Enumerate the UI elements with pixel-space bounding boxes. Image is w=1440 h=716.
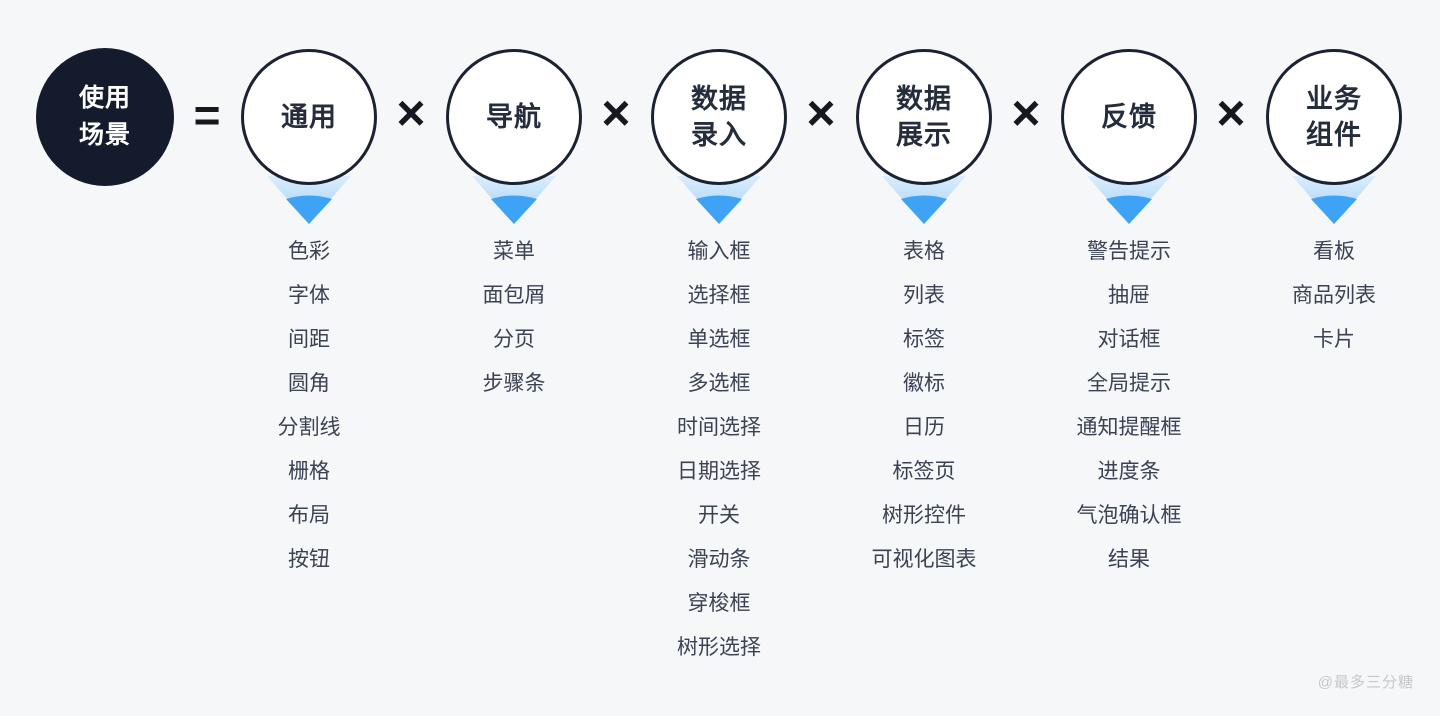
component-item: 选择框 [687,284,751,307]
watermark: @最多三分糖 [1317,674,1414,691]
equals-operator: = [193,89,221,141]
component-item: 树形选择 [677,636,761,659]
times-operator: × [1216,85,1246,141]
component-item: 徽标 [903,372,945,395]
category-label-line1: 反馈 [1101,102,1157,132]
component-item: 气泡确认框 [1076,504,1182,527]
category-label-line1: 业务 [1306,84,1362,114]
component-item: 日期选择 [677,460,761,483]
component-list-data-display: 表格 列表 标签 徽标 日历 标签页 树形控件 可视化图表 [824,230,1024,582]
times-operator: × [1011,85,1041,141]
component-item: 看板 [1313,240,1355,263]
category-label-line2: 展示 [896,120,952,150]
usage-scenario-line2: 场景 [78,121,131,149]
component-item: 滑动条 [687,548,751,571]
component-item: 树形控件 [882,504,966,527]
component-item: 全局提示 [1087,372,1171,395]
category-label: 数据 录入 [691,81,747,153]
times-operator: × [806,85,836,141]
component-item: 标签 [903,328,945,351]
component-item: 警告提示 [1087,240,1171,263]
component-list-feedback: 警告提示 抽屉 对话框 全局提示 通知提醒框 进度条 气泡确认框 结果 [1029,230,1229,582]
component-item: 标签页 [892,460,956,483]
component-item: 间距 [288,328,330,351]
category-circle-navigation: 导航 [446,49,582,185]
component-item: 可视化图表 [871,548,977,571]
funnel-arrow-icon [1292,176,1376,224]
funnel-arrow-icon [267,176,351,224]
component-item: 按钮 [288,548,330,571]
funnel-arrow-icon [882,176,966,224]
component-item: 穿梭框 [687,592,751,615]
category-label-line2: 组件 [1306,120,1362,150]
component-list-general: 色彩 字体 间距 圆角 分割线 栅格 布局 按钮 [209,230,409,582]
component-item: 抽屉 [1108,284,1150,307]
category-circle-data-display: 数据 展示 [856,49,992,185]
component-item: 单选框 [687,328,751,351]
component-item: 步骤条 [482,372,546,395]
category-circle-business: 业务 组件 [1266,49,1402,185]
component-item: 时间选择 [677,416,761,439]
category-column-feedback: 反馈 警告提示 抽屉 对话框 全局提示 通知提醒框 进度条 气泡确认框 结果 [1029,0,1229,716]
category-column-navigation: 导航 菜单 面包屑 分页 步骤条 [414,0,614,716]
category-circle-feedback: 反馈 [1061,49,1197,185]
component-item: 布局 [288,504,330,527]
category-label-line1: 通用 [281,102,337,132]
category-label-line1: 导航 [486,102,542,132]
usage-scenario-line1: 使用 [78,84,131,112]
category-label-line1: 数据 [691,84,747,114]
component-item: 对话框 [1097,328,1161,351]
category-label-line2: 录入 [691,120,747,150]
category-label: 导航 [486,99,542,135]
usage-scenario-label: 使用 场景 [79,80,131,154]
category-column-business: 业务 组件 看板 商品列表 卡片 [1234,0,1434,716]
component-item: 圆角 [288,372,330,395]
component-list-data-entry: 输入框 选择框 单选框 多选框 时间选择 日期选择 开关 滑动条 穿梭框 树形选… [619,230,819,670]
component-item: 面包屑 [482,284,546,307]
component-item: 商品列表 [1292,284,1376,307]
usage-scenario-circle: 使用 场景 [36,48,174,186]
funnel-arrow-icon [472,176,556,224]
component-item: 分页 [493,328,535,351]
component-item: 多选框 [687,372,751,395]
component-item: 色彩 [288,240,330,263]
category-circle-general: 通用 [241,49,377,185]
component-item: 日历 [903,416,945,439]
category-circle-data-entry: 数据 录入 [651,49,787,185]
component-item: 通知提醒框 [1076,416,1182,439]
component-item: 结果 [1108,548,1150,571]
category-label: 业务 组件 [1306,81,1362,153]
component-list-navigation: 菜单 面包屑 分页 步骤条 [414,230,614,406]
component-item: 分割线 [277,416,341,439]
funnel-arrow-icon [677,176,761,224]
component-item: 进度条 [1097,460,1161,483]
component-list-business: 看板 商品列表 卡片 [1234,230,1434,362]
component-item: 卡片 [1313,328,1355,351]
funnel-arrow-icon [1087,176,1171,224]
component-item: 开关 [698,504,740,527]
component-item: 输入框 [687,240,751,263]
category-label: 通用 [281,99,337,135]
times-operator: × [396,85,426,141]
component-item: 表格 [903,240,945,263]
category-column-data-entry: 数据 录入 输入框 选择框 单选框 多选框 时间选择 日期选择 开关 滑动条 穿… [619,0,819,716]
component-item: 字体 [288,284,330,307]
category-label-line1: 数据 [896,84,952,114]
component-item: 菜单 [493,240,535,263]
times-operator: × [601,85,631,141]
category-column-data-display: 数据 展示 表格 列表 标签 徽标 日历 标签页 树形控件 可视化图表 [824,0,1024,716]
component-item: 列表 [903,284,945,307]
component-item: 栅格 [288,460,330,483]
category-label: 反馈 [1101,99,1157,135]
category-column-general: 通用 色彩 字体 间距 圆角 分割线 栅格 布局 按钮 [209,0,409,716]
category-label: 数据 展示 [896,81,952,153]
